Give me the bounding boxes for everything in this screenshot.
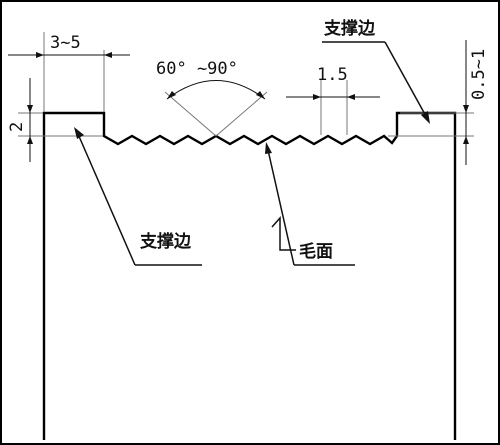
arrow-head bbox=[104, 52, 112, 58]
arrow-head bbox=[27, 105, 33, 113]
arrow-head bbox=[36, 52, 44, 58]
arrow-head bbox=[265, 142, 272, 154]
arrow-head bbox=[421, 111, 430, 124]
arrow-head bbox=[27, 136, 33, 144]
arrow-head bbox=[167, 91, 176, 99]
angle-ext-left bbox=[164, 91, 217, 137]
support-edge-label-bottom: 支撑边 bbox=[140, 231, 192, 252]
rough-surface-label: 毛面 bbox=[299, 241, 333, 262]
angle-ext-right bbox=[215, 91, 268, 137]
part-outline bbox=[42, 111, 457, 440]
angle-arc bbox=[166, 80, 266, 100]
support-edge-top-leader bbox=[384, 41, 428, 119]
angle-label: 60° ~90° bbox=[156, 59, 238, 79]
arrow-head bbox=[313, 94, 321, 100]
ledge-width-label: 3~5 bbox=[50, 33, 81, 53]
support-edge-label-top: 支撑边 bbox=[324, 18, 376, 39]
arrow-head bbox=[256, 91, 265, 99]
pitch-label: 1.5 bbox=[317, 65, 348, 85]
offset-label: 0.5~1 bbox=[469, 49, 489, 100]
support-edge-bottom-leader bbox=[77, 133, 136, 266]
ledge-height-label: 2 bbox=[7, 122, 27, 132]
rough-surface-leader bbox=[267, 149, 295, 266]
arrow-head bbox=[463, 136, 469, 144]
roughness-symbol bbox=[271, 216, 296, 251]
arrow-head bbox=[74, 127, 84, 139]
arrow-head bbox=[463, 105, 469, 113]
arrow-head bbox=[347, 94, 355, 100]
